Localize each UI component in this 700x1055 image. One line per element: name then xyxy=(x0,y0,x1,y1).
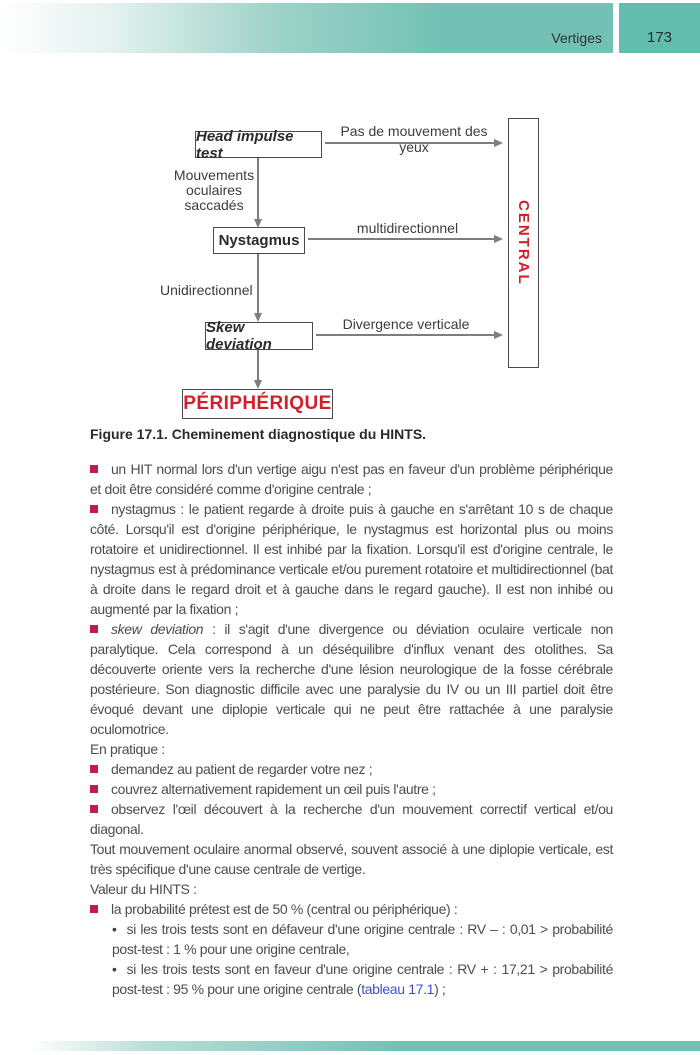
body-text: un HIT normal lors d'un vertige aigu n'e… xyxy=(90,459,613,999)
bullet-text: nystagmus : le patient regarde à droite … xyxy=(90,501,613,617)
arrowhead-down-icon xyxy=(254,380,262,389)
arrowhead-down-icon xyxy=(254,219,262,228)
bullet-item: skew deviation : il s'agit d'une diverge… xyxy=(90,619,613,739)
paragraph: Valeur du HINTS : xyxy=(90,881,197,897)
bullet-item: observez l'œil découvert à la recherche … xyxy=(90,799,613,839)
paragraph: En pratique : xyxy=(90,741,165,757)
edge-label-vertical-divergence: Divergence verticale xyxy=(342,316,470,332)
bullet-dot-icon: • xyxy=(112,921,117,937)
bullet-text-italic: skew deviation xyxy=(111,621,204,637)
bullet-text: observez l'œil découvert à la recherche … xyxy=(90,801,613,837)
arrow-skew-to-central xyxy=(316,334,494,336)
sub-bullet-text: ) ; xyxy=(434,981,446,997)
arrowhead-down-icon xyxy=(254,313,262,322)
bullet-square-icon xyxy=(90,505,98,513)
bullet-text: demandez au patient de regarder votre ne… xyxy=(111,761,373,777)
arrowhead-right-icon xyxy=(494,139,503,147)
arrow-nystagmus-to-skew xyxy=(257,254,259,313)
bullet-item: nystagmus : le patient regarde à droite … xyxy=(90,499,613,619)
footer-bar xyxy=(30,1041,700,1051)
bullet-item: un HIT normal lors d'un vertige aigu n'e… xyxy=(90,459,613,499)
edge-label-line: saccadés xyxy=(184,197,244,213)
edge-label-saccadic-movements: Mouvements oculaires saccadés xyxy=(168,168,260,213)
bullet-square-icon xyxy=(90,625,98,633)
edge-label-unidirectional: Unidirectionnel xyxy=(160,282,253,298)
bullet-text: couvrez alternativement rapidement un œi… xyxy=(111,781,436,797)
header-bar: Vertiges xyxy=(0,3,613,53)
arrow-skew-to-peripherique xyxy=(257,350,259,380)
edge-label-line: oculaires xyxy=(185,182,243,198)
arrowhead-right-icon xyxy=(494,235,503,243)
bullet-square-icon xyxy=(90,905,98,913)
bullet-item: la probabilité prétest est de 50 % (cent… xyxy=(90,899,613,919)
flow-node-peripherique: PÉRIPHÉRIQUE xyxy=(182,389,333,419)
bullet-text: : il s'agit d'une divergence ou déviatio… xyxy=(90,621,613,737)
arrow-hit-to-nystagmus xyxy=(257,158,259,219)
arrow-hit-to-central xyxy=(325,142,494,144)
edge-label-no-eye-movement: Pas de mouvement des yeux xyxy=(340,123,488,155)
edge-label-line: Mouvements xyxy=(173,167,255,183)
sub-bullet-text: si les trois tests sont en défaveur d'un… xyxy=(112,921,613,957)
paragraph: Tout mouvement oculaire anormal observé,… xyxy=(90,841,613,877)
bullet-square-icon xyxy=(90,765,98,773)
edge-label-multidirectional: multidirectionnel xyxy=(356,220,459,236)
bullet-square-icon xyxy=(90,465,98,473)
page-number: 173 xyxy=(646,29,673,46)
page-number-box: 173 xyxy=(619,3,700,53)
section-title: Vertiges xyxy=(551,30,602,46)
sub-bullet-text: si les trois tests sont en faveur d'une … xyxy=(112,961,613,997)
flow-node-central: CENTRAL xyxy=(508,118,539,368)
bullet-dot-icon: • xyxy=(112,961,117,977)
figure-caption: Figure 17.1. Cheminement diagnostique du… xyxy=(90,426,427,442)
tableau-17-1-link[interactable]: tableau 17.1 xyxy=(361,981,435,997)
bullet-item: demandez au patient de regarder votre ne… xyxy=(90,759,613,779)
bullet-square-icon xyxy=(90,785,98,793)
arrowhead-right-icon xyxy=(494,331,503,339)
bullet-square-icon xyxy=(90,805,98,813)
flow-node-head-impulse-test: Head impulse test xyxy=(195,128,322,162)
bullet-item: couvrez alternativement rapidement un œi… xyxy=(90,779,613,799)
sub-bullet-item: •si les trois tests sont en faveur d'une… xyxy=(90,959,613,999)
flow-node-nystagmus: Nystagmus xyxy=(213,227,305,254)
arrow-nystagmus-to-central xyxy=(308,238,494,240)
bullet-text: la probabilité prétest est de 50 % (cent… xyxy=(111,901,458,917)
sub-bullet-item: •si les trois tests sont en défaveur d'u… xyxy=(90,919,613,959)
flow-node-skew-deviation: Skew deviation xyxy=(205,319,313,353)
bullet-text: un HIT normal lors d'un vertige aigu n'e… xyxy=(90,461,613,497)
